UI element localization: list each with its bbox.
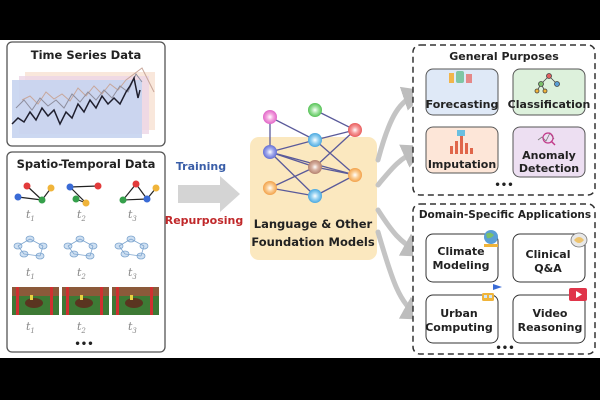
nn-node <box>308 103 322 117</box>
model-title-line1: Language & Other <box>254 217 373 231</box>
anomaly-card <box>512 126 586 178</box>
classification-label: Classification <box>508 98 591 111</box>
climate-label-line1: Climate <box>437 245 484 258</box>
climate-card <box>425 233 499 283</box>
clinical-label-line1: Clinical <box>526 248 571 261</box>
video-card <box>512 294 586 344</box>
forecasting-label: Forecasting <box>426 98 499 111</box>
urban-label-line2: Computing <box>425 321 493 334</box>
nn-node <box>263 181 277 195</box>
time-label-t1-row1: t1 <box>26 208 35 223</box>
imputation-icon <box>450 130 473 154</box>
model-title-line2: Foundation Models <box>251 235 375 249</box>
nn-node <box>308 160 322 174</box>
nn-node <box>348 123 362 137</box>
video-frame-t3 <box>112 287 159 315</box>
forecasting-icon <box>449 71 472 83</box>
climate-label-line2: Modeling <box>432 259 489 272</box>
graph-t2 <box>66 182 102 207</box>
general-title: General Purposes <box>449 50 559 63</box>
magnifier-icon <box>537 132 556 146</box>
video-frame-t2 <box>62 287 109 315</box>
classification-card <box>512 68 586 116</box>
ts-line-back <box>21 67 155 105</box>
ts-line-front <box>11 75 141 126</box>
graph-t3 <box>119 180 160 204</box>
globe-icon <box>484 230 498 247</box>
network-map-t1 <box>13 235 48 260</box>
domain-applications-panel: Domain-Specific Applications Climate Mod… <box>412 203 596 355</box>
foundation-model-box: Language & Other Foundation Models <box>250 103 377 260</box>
repurposing-label: Repurposing <box>165 214 244 227</box>
network-map-t3 <box>114 235 149 260</box>
domain-more-dots: ••• <box>495 343 514 354</box>
urban-label-line1: Urban <box>440 307 478 320</box>
time-label-t1-row3: t1 <box>26 320 35 335</box>
clinical-label-line2: Q&A <box>534 262 562 275</box>
time-label-t1-row2: t1 <box>26 266 35 281</box>
time-label-t3-row1: t3 <box>128 208 137 223</box>
time-series-panel: Time Series Data <box>6 41 166 147</box>
time-label-t3-row3: t3 <box>128 320 137 335</box>
brain-scan-icon <box>570 232 588 248</box>
anomaly-label-line2: Detection <box>519 162 579 175</box>
spatio-title: Spatio-Temporal Data <box>17 157 156 171</box>
clinical-card <box>512 233 586 283</box>
nn-node <box>348 168 362 182</box>
imputation-label: Imputation <box>428 158 496 171</box>
ts-line-mid <box>15 73 143 111</box>
general-more-dots: ••• <box>494 180 513 191</box>
video-label-line2: Reasoning <box>518 321 583 334</box>
time-series-title: Time Series Data <box>31 48 141 62</box>
nn-node <box>308 189 322 203</box>
time-label-t2-row3: t2 <box>77 320 86 335</box>
time-label-t2-row2: t2 <box>77 266 86 281</box>
nn-node <box>263 110 277 124</box>
classification-icon <box>534 73 560 94</box>
time-label-t2-row1: t2 <box>77 208 86 223</box>
graph-t1 <box>14 182 55 204</box>
main-arrow <box>178 176 240 212</box>
network-map-t2 <box>63 235 98 260</box>
spatio-temporal-panel: Spatio-Temporal Data <box>6 151 166 353</box>
general-purposes-panel: General Purposes Forecasting Classificat… <box>412 44 596 196</box>
nn-node <box>308 133 322 147</box>
video-frame-t1 <box>12 287 59 315</box>
urban-card <box>425 294 499 344</box>
video-player-icon <box>569 288 587 301</box>
forecasting-card <box>425 68 499 116</box>
transport-icon <box>482 284 502 301</box>
nn-node <box>263 145 277 159</box>
anomaly-label-line1: Anomaly <box>522 149 576 162</box>
spatio-more-dots: ••• <box>74 339 93 350</box>
domain-title: Domain-Specific Applications <box>419 209 591 221</box>
training-label: Training <box>176 160 226 173</box>
time-label-t3-row2: t3 <box>128 266 137 281</box>
video-label-line1: Video <box>533 307 568 320</box>
